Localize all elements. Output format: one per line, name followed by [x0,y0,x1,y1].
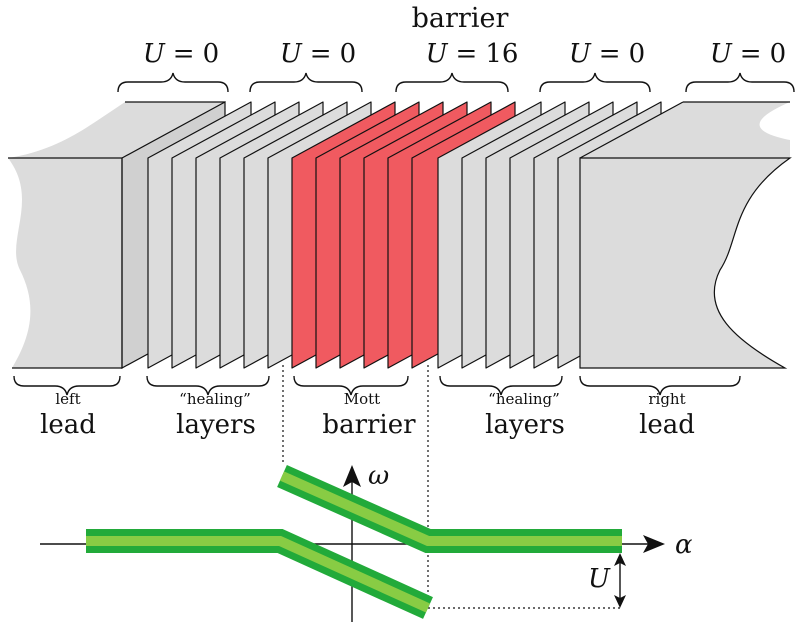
u-labels: U=0 U=0 U=16 U=0 U=0 [143,39,786,69]
alpha-label: α [675,530,693,560]
u-label-5-var: U [710,39,733,69]
upper-band-inner [279,471,622,546]
region-left-small: left [55,390,80,408]
left-lead-front-edges [8,157,123,369]
omega-axis-arrowhead [343,465,361,487]
left-lead-front-face [8,158,122,368]
u-label-4-var: U [569,39,592,69]
u-label-2-rel: = [310,39,332,69]
top-brace-2 [249,72,363,93]
u-label-5-val: 0 [770,39,787,69]
region-healing-left-small: “healing” [179,390,251,408]
u-label-3-var: U [426,39,449,69]
lower-band-inner [86,536,431,613]
u-gap-label: U [588,564,611,594]
u-label-1: U= 0 [143,39,219,69]
right-lead-left-edge [579,101,684,159]
u-label-3-val: 16 [485,39,518,69]
left-lead-top-face [8,102,225,158]
u-label-2-val: 0 [340,39,357,69]
u-gap-arrow [614,553,626,608]
region-mott-big: barrier [322,410,416,440]
region-healing-left-big: layers [176,410,256,440]
region-right-big: lead [639,410,695,440]
right-lead-front-face [579,157,792,369]
omega-label: ω [368,461,389,491]
guide-lines [282,365,620,609]
u-label-5-rel: = [740,39,762,69]
region-left-big: lead [40,410,96,440]
alpha-axis-arrowhead [643,535,665,553]
bottom-brace-left-lead [13,375,121,396]
u-label-4-val: 0 [629,39,646,69]
lower-band-outer [86,529,433,619]
top-brace-5 [685,72,795,93]
right-lead-top-face [580,102,790,158]
region-right-small: right [648,390,685,408]
barrier-label: barrier [412,3,509,34]
bottom-brace-healing-right [439,375,563,396]
u-label-1-val: 0 [203,39,220,69]
u-gap-arrowhead-top [614,553,626,566]
u-gap-arrowhead-bottom [614,595,626,608]
bottom-brace-mott [293,375,409,396]
bands [86,465,622,619]
u-label-2: U= 0 [280,39,356,69]
u-label-1-var: U [143,39,166,69]
u-label-4: U= 0 [569,39,645,69]
u-label-2-var: U [280,39,303,69]
u-label-1-rel: = [173,39,195,69]
u-label-5: U= 0 [710,39,786,69]
upper-band-outer [277,465,622,553]
region-labels: left lead “healing” layers Mott barrier … [40,390,695,440]
bottom-brace-healing-left [146,375,270,396]
top-brace-3 [395,72,509,93]
top-brace-4 [539,72,651,93]
bottom-braces [13,375,741,396]
region-mott-small: Mott [344,390,380,408]
u-label-3: U=16 [426,39,519,69]
region-healing-right-big: layers [485,410,565,440]
right-lead [579,101,792,369]
layer-stack [147,101,662,369]
u-label-3-rel: = [456,39,478,69]
top-braces [117,72,795,93]
bottom-brace-right-lead [579,375,741,396]
region-healing-right-small: “healing” [488,390,560,408]
u-label-4-rel: = [599,39,621,69]
top-brace-1 [117,72,229,93]
